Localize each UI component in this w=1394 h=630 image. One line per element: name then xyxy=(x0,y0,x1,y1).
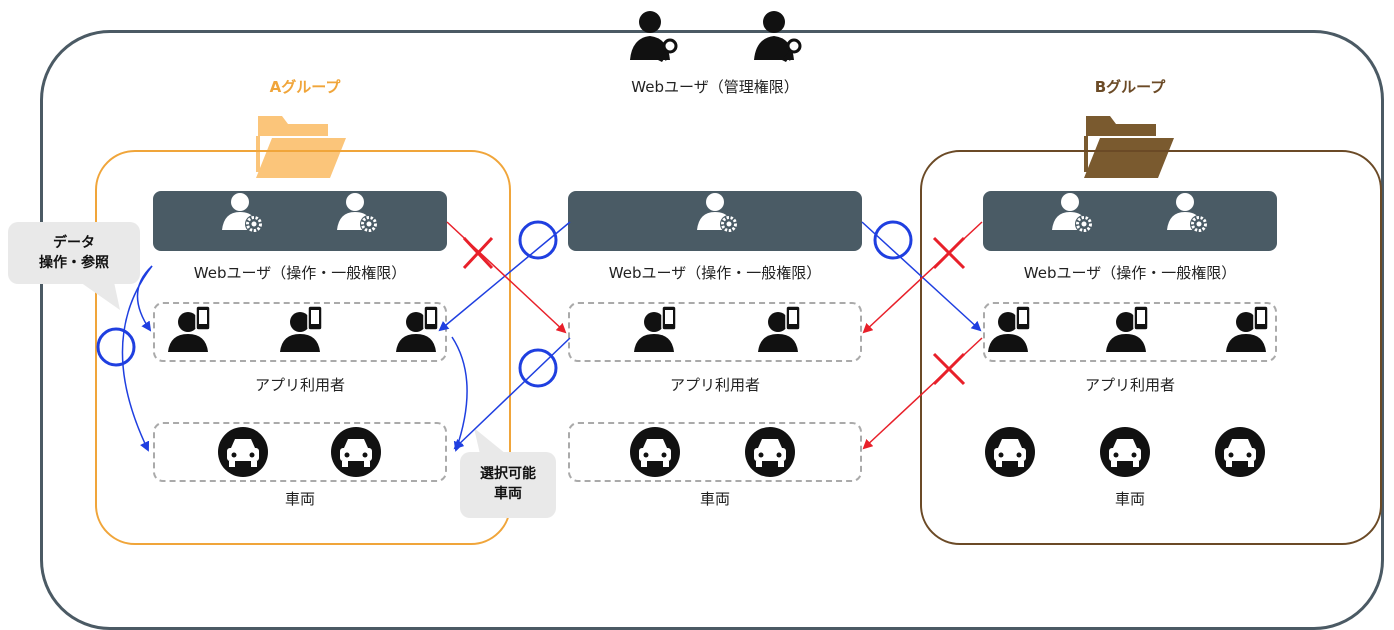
vehicle-box-center xyxy=(568,422,862,482)
app-user-label-center: アプリ利用者 xyxy=(669,376,760,394)
callout-data-ops: データ 操作・参照 xyxy=(8,222,140,284)
admin-user-key-icon xyxy=(754,11,802,62)
admin-label: Webユーザ（管理権限） xyxy=(631,78,799,96)
circle-allowed-icon xyxy=(873,220,913,260)
callout-selectable-line2: 車両 xyxy=(494,486,522,502)
callout-data-ops-line1: データ xyxy=(53,235,95,251)
web-user-label-center: Webユーザ（操作・一般権限） xyxy=(608,264,822,282)
app-user-box-b xyxy=(983,302,1277,362)
callout-tail xyxy=(80,282,120,310)
app-user-label-b: アプリ利用者 xyxy=(1084,376,1175,394)
access-arrows-layer xyxy=(96,220,983,452)
group-a-title: Aグループ xyxy=(269,78,341,96)
callout-tail xyxy=(474,428,506,454)
app-user-box-center xyxy=(568,302,862,362)
group-a-box xyxy=(95,150,511,545)
folder-icon xyxy=(256,116,346,178)
cross-denied-icon xyxy=(932,236,966,270)
web-user-bar-b xyxy=(983,191,1277,251)
arrow-allowed xyxy=(453,337,571,450)
cross-denied-icon xyxy=(932,352,966,386)
vehicle-label-center: 車両 xyxy=(699,490,730,508)
app-user-box-a xyxy=(153,302,447,362)
callout-data-ops-line2: 操作・参照 xyxy=(39,255,109,271)
vehicle-label-b: 車両 xyxy=(1114,490,1145,508)
folder-icon xyxy=(1084,116,1174,178)
vehicle-label-a: 車両 xyxy=(284,490,315,508)
vehicle-box-a xyxy=(153,422,447,482)
group-b-box xyxy=(920,150,1382,545)
web-user-bar-a xyxy=(153,191,447,251)
callout-selectable-line1: 選択可能 xyxy=(480,466,536,482)
app-user-label-a: アプリ利用者 xyxy=(254,376,345,394)
cross-denied-icon xyxy=(462,236,494,270)
arrow-allowed xyxy=(451,336,468,452)
arrow-allowed xyxy=(861,221,982,332)
arrow-allowed xyxy=(121,265,153,452)
circle-allowed-icon xyxy=(518,348,558,388)
web-user-label-a: Webユーザ（操作・一般権限） xyxy=(193,264,407,282)
group-b-title: Bグループ xyxy=(1094,78,1166,96)
callout-selectable: 選択可能 車両 xyxy=(460,452,556,518)
circle-allowed-icon xyxy=(96,327,136,367)
web-user-label-b: Webユーザ（操作・一般権限） xyxy=(1023,264,1237,282)
arrow-allowed xyxy=(136,265,153,332)
admin-user-key-icon xyxy=(630,11,678,62)
circle-allowed-icon xyxy=(518,220,558,260)
